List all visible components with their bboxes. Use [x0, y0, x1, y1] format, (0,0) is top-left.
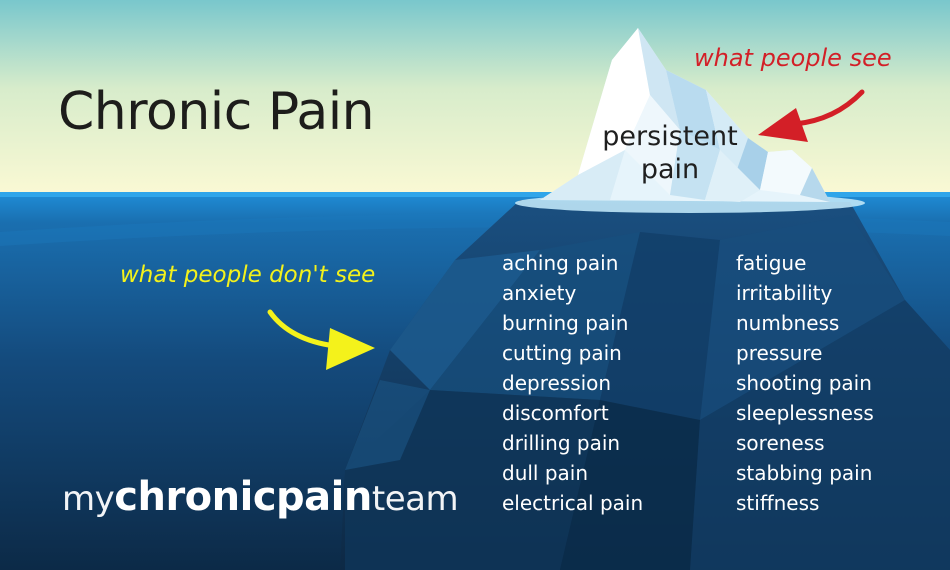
iceberg-underwater — [340, 200, 950, 570]
tip-label-line2: pain — [640, 154, 700, 185]
brand-name: chronicpain — [114, 474, 372, 520]
symptom-item: stiffness — [736, 491, 820, 515]
brand-prefix: my — [62, 479, 115, 519]
symptom-item: electrical pain — [502, 491, 644, 515]
symptom-item: anxiety — [502, 281, 577, 305]
symptom-item: burning pain — [502, 311, 629, 335]
symptom-item: sleeplessness — [736, 401, 874, 425]
symptom-item: drilling pain — [502, 431, 621, 455]
symptom-item: depression — [502, 371, 612, 395]
symptom-item: stabbing pain — [736, 461, 873, 485]
iceberg-tip — [540, 28, 830, 202]
page-title: Chronic Pain — [58, 82, 375, 142]
symptom-item: shooting pain — [736, 371, 872, 395]
symptom-item: aching pain — [502, 251, 619, 275]
symptom-item: pressure — [736, 341, 823, 365]
symptom-item: numbness — [736, 311, 840, 335]
symptom-item: cutting pain — [502, 341, 622, 365]
symptom-item: irritability — [736, 281, 833, 305]
symptom-item: dull pain — [502, 461, 589, 485]
symptom-item: soreness — [736, 431, 825, 455]
tip-label: persistent pain — [586, 120, 754, 186]
symptom-list-left: aching pain anxiety burning pain cutting… — [502, 248, 643, 518]
tip-label-line1: persistent — [602, 121, 738, 152]
hidden-annotation: what people don't see — [120, 262, 376, 288]
symptom-item: fatigue — [736, 251, 807, 275]
brand-suffix: team — [371, 479, 459, 519]
red-arrow-icon — [758, 89, 865, 142]
brand-logo: mychronicpainteam — [62, 474, 459, 520]
visible-annotation: what people see — [694, 44, 892, 72]
yellow-arrow-icon — [267, 309, 375, 370]
symptom-item: discomfort — [502, 401, 609, 425]
symptom-list-right: fatigue irritability numbness pressure s… — [736, 248, 874, 518]
